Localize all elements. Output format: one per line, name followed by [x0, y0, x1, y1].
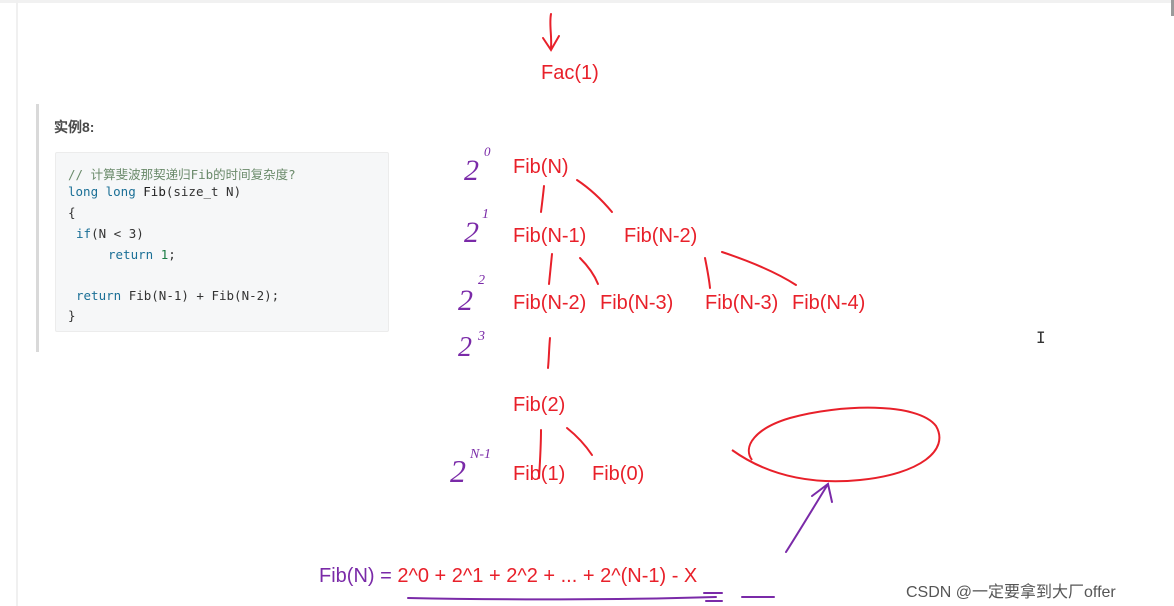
power-exp-0: 0: [484, 144, 491, 159]
tree-node-root: Fib(N): [513, 156, 569, 178]
code-close-brace: }: [68, 308, 76, 323]
code-if-keyword: if: [76, 226, 92, 241]
fac-node: Fac(1): [541, 62, 599, 84]
tree-node-l2-1: Fib(N-3): [600, 292, 674, 314]
power-exp-2: 2: [478, 273, 485, 288]
power-base-1: 2: [464, 216, 479, 249]
code-return-1: return 1;: [108, 247, 176, 262]
example-section: [36, 104, 391, 352]
code-comment: // 计算斐波那契递归Fib的时间复杂度?: [68, 167, 296, 182]
power-base-2: 2: [458, 284, 473, 317]
tree-node-l2-3: Fib(N-4): [792, 292, 866, 314]
code-sig-name: Fib: [143, 184, 166, 199]
code-block: // 计算斐波那契递归Fib的时间复杂度? long long Fib(size…: [55, 152, 389, 332]
code-if: if(N < 3): [76, 226, 144, 241]
power-base-0: 2: [464, 154, 479, 187]
formula-rhs: 2^0 + 2^1 + 2^2 + ... + 2^(N-1) - X: [397, 565, 698, 587]
tree-leaf-1: Fib(0): [592, 463, 645, 485]
top-border: [0, 0, 1174, 3]
power-exp-1: 1: [482, 207, 489, 222]
tree-leaf-0: Fib(1): [513, 463, 566, 485]
complexity-formula: Fib(N) = 2^0 + 2^1 + 2^2 + ... + 2^(N-1)…: [319, 565, 697, 588]
code-open-brace: {: [68, 205, 76, 220]
watermark: CSDN @一定要拿到大厂offer: [906, 584, 1116, 601]
tree-node-l1-1: Fib(N-2): [624, 225, 698, 247]
power-exp-n: N-1: [469, 447, 491, 462]
tree-node-fib2: Fib(2): [513, 394, 566, 416]
code-sig-params: (size_t N): [165, 184, 242, 199]
code-if-cond: (N < 3): [91, 226, 144, 241]
arrow-up-icon: [785, 482, 833, 553]
text-cursor-icon: I: [1036, 328, 1046, 347]
tree-node-l2-2: Fib(N-3): [705, 292, 779, 314]
code-return2-expr: Fib(N-1) + Fib(N-2);: [128, 288, 280, 303]
code-return2-keyword: return: [76, 288, 129, 303]
arrow-down-icon: [542, 13, 560, 52]
left-border: [16, 0, 18, 606]
code-return-value: 1: [160, 247, 169, 262]
tree-edges: [538, 179, 797, 479]
power-exp-3: 3: [477, 329, 485, 344]
scrollbar-thumb[interactable]: [1171, 0, 1174, 16]
code-sig-type: long long: [68, 184, 144, 199]
formula-underline: [407, 592, 775, 602]
power-base-n: 2: [450, 453, 466, 489]
tree-node-l2-0: Fib(N-2): [513, 292, 587, 314]
code-return-2: return Fib(N-1) + Fib(N-2);: [76, 288, 279, 303]
ellipse-mark: [731, 406, 941, 483]
code-return-keyword: return: [108, 247, 161, 262]
power-base-3: 2: [458, 332, 472, 363]
code-return-end: ;: [168, 247, 176, 262]
code-signature: long long Fib(size_t N): [68, 184, 241, 199]
formula-lhs: Fib(N) =: [319, 565, 398, 587]
tree-node-l1-0: Fib(N-1): [513, 225, 587, 247]
example-title: 实例8:: [54, 119, 95, 135]
